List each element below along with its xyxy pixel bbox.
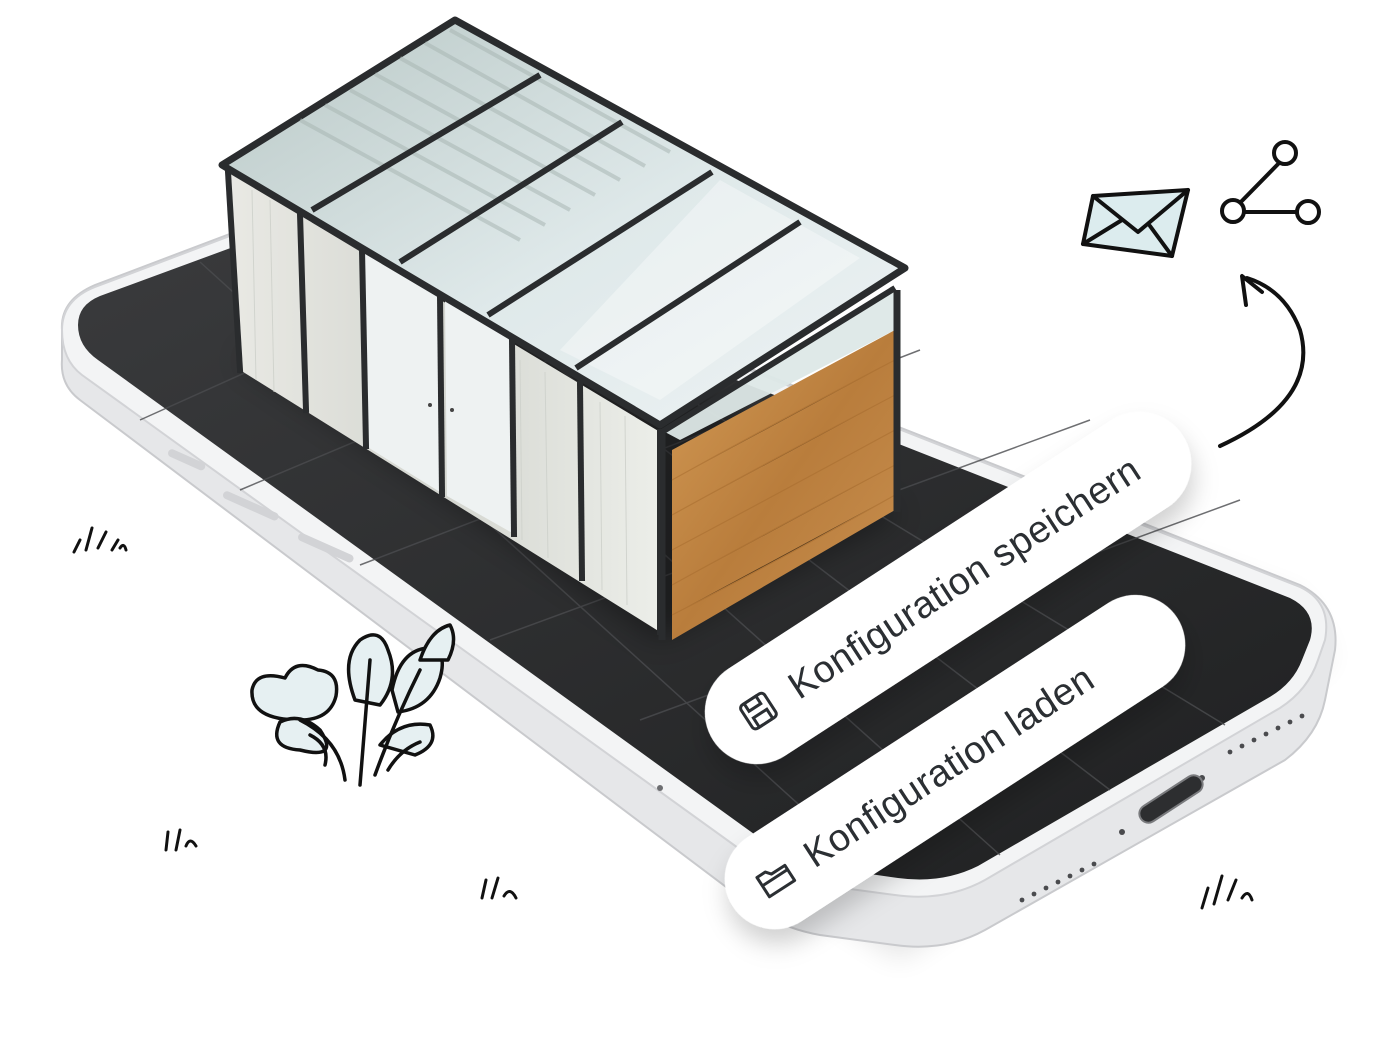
grass-tufts <box>72 526 1254 910</box>
glass-roof <box>218 16 909 429</box>
pavilion-model <box>218 16 909 640</box>
envelope-icon <box>1081 188 1190 258</box>
plant-illustration <box>250 623 456 787</box>
floppy-disk-icon <box>739 691 778 731</box>
wood-wall <box>672 330 895 640</box>
share-icon <box>1220 140 1321 225</box>
usb-port <box>1138 774 1204 824</box>
curved-arrow-icon <box>1218 274 1306 448</box>
folder-icon <box>755 863 797 899</box>
